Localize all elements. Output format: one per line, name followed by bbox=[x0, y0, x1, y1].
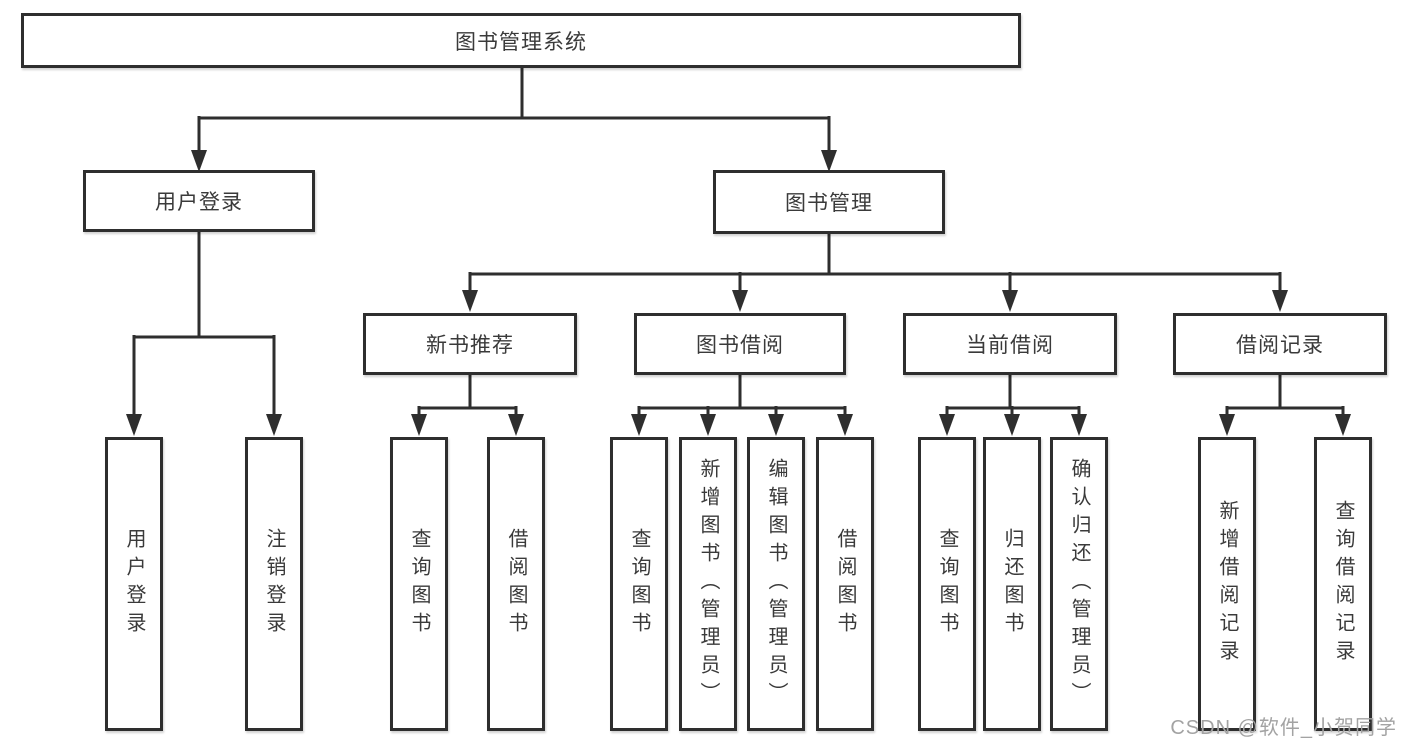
node-label: 注销登录 bbox=[263, 528, 285, 640]
leaf-edit-book-admin: 编辑图书（管理员） bbox=[747, 437, 805, 731]
node-label: 新增图书（管理员） bbox=[697, 458, 719, 710]
node-label: 确认归还（管理员） bbox=[1068, 458, 1090, 710]
leaf-return-book: 归还图书 bbox=[983, 437, 1041, 731]
node-label: 新增借阅记录 bbox=[1216, 500, 1238, 668]
leaf-query-books-borrow: 查询图书 bbox=[610, 437, 668, 731]
node-label: 用户登录 bbox=[155, 191, 243, 214]
node-label: 查询图书 bbox=[408, 528, 430, 640]
leaf-query-books-recommend: 查询图书 bbox=[390, 437, 448, 731]
node-label: 用户登录 bbox=[123, 528, 145, 640]
node-label: 编辑图书（管理员） bbox=[765, 458, 787, 710]
node-label: 借阅记录 bbox=[1236, 334, 1324, 357]
node-label: 查询借阅记录 bbox=[1332, 500, 1354, 668]
node-new-book-recommend: 新书推荐 bbox=[363, 313, 577, 375]
leaf-user-login: 用户登录 bbox=[105, 437, 163, 731]
node-label: 查询图书 bbox=[628, 528, 650, 640]
leaf-logout: 注销登录 bbox=[245, 437, 303, 731]
node-user-login: 用户登录 bbox=[83, 170, 315, 232]
node-label: 归还图书 bbox=[1001, 528, 1023, 640]
node-label: 查询图书 bbox=[936, 528, 958, 640]
node-current-borrow: 当前借阅 bbox=[903, 313, 1117, 375]
leaf-confirm-return-admin: 确认归还（管理员） bbox=[1050, 437, 1108, 731]
leaf-add-book-admin: 新增图书（管理员） bbox=[679, 437, 737, 731]
leaf-query-books-current: 查询图书 bbox=[918, 437, 976, 731]
node-label: 图书管理 bbox=[785, 192, 873, 215]
node-label: 借阅图书 bbox=[834, 528, 856, 640]
node-label: 当前借阅 bbox=[966, 334, 1054, 357]
node-book-borrow: 图书借阅 bbox=[634, 313, 846, 375]
node-label: 图书管理系统 bbox=[455, 30, 587, 54]
node-label: 新书推荐 bbox=[426, 334, 514, 357]
node-book-management: 图书管理 bbox=[713, 170, 945, 234]
node-borrow-records: 借阅记录 bbox=[1173, 313, 1387, 375]
node-label: 借阅图书 bbox=[505, 528, 527, 640]
leaf-borrow-books-recommend: 借阅图书 bbox=[487, 437, 545, 731]
leaf-borrow-books: 借阅图书 bbox=[816, 437, 874, 731]
leaf-add-borrow-record: 新增借阅记录 bbox=[1198, 437, 1256, 731]
node-label: 图书借阅 bbox=[696, 334, 784, 357]
node-library-management-system: 图书管理系统 bbox=[21, 13, 1021, 68]
csdn-watermark: CSDN @软件_小贺同学 bbox=[1170, 717, 1397, 739]
leaf-query-borrow-record: 查询借阅记录 bbox=[1314, 437, 1372, 731]
